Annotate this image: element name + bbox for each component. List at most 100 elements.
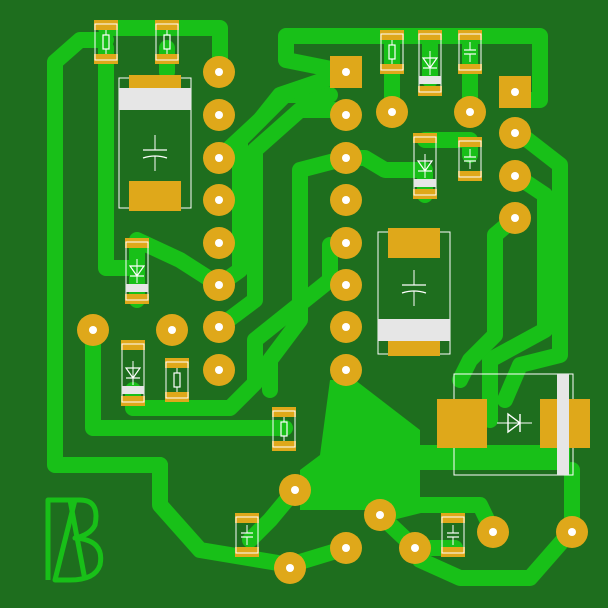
parts — [94, 20, 590, 557]
part-outline — [380, 33, 404, 71]
diode-part — [413, 133, 437, 199]
smd-pad — [413, 133, 437, 143]
diode-part — [125, 238, 149, 304]
drill-hole — [286, 564, 294, 572]
smd-pad — [165, 358, 189, 368]
drill-hole — [342, 111, 350, 119]
cathode-band — [126, 284, 148, 292]
drill-hole — [215, 196, 223, 204]
electrolytic-capacitor-part — [377, 228, 451, 356]
trace-outer-left — [47, 32, 168, 473]
drill-hole — [489, 528, 497, 536]
smd-pad — [125, 238, 149, 248]
drill-hole — [511, 214, 519, 222]
cathode-band — [122, 386, 144, 394]
smd-pad — [441, 513, 465, 523]
part-outline — [165, 361, 189, 399]
cathode-band — [419, 76, 441, 84]
smd-pad — [418, 86, 442, 96]
drill-hole — [511, 172, 519, 180]
resistor-part — [165, 358, 189, 402]
drill-hole — [511, 88, 519, 96]
part-outline — [441, 516, 465, 554]
drill-hole — [89, 326, 97, 334]
drill-hole — [511, 129, 519, 137]
drill-hole — [215, 281, 223, 289]
misc-pads — [77, 76, 588, 584]
capacitor-part — [458, 137, 482, 181]
smd-pad — [155, 54, 179, 64]
part-outline — [125, 241, 149, 301]
smd-pad — [94, 54, 118, 64]
part-outline — [272, 410, 296, 448]
electrolytic-capacitor-part — [118, 75, 192, 211]
resistor-part — [380, 30, 404, 74]
drill-hole — [342, 281, 350, 289]
polarity-band — [378, 319, 450, 341]
smd-pad — [458, 64, 482, 74]
part-outline — [458, 140, 482, 178]
trace-right-mid — [482, 167, 553, 428]
logo: AB — [45, 497, 104, 583]
drill-hole — [411, 544, 419, 552]
part-outline — [155, 23, 179, 61]
smd-pad — [235, 513, 259, 523]
drill-hole — [215, 154, 223, 162]
resistor-part — [94, 20, 118, 64]
smd-pad — [388, 228, 440, 258]
capacitor-part — [441, 513, 465, 557]
smd-pad — [125, 294, 149, 304]
smd-pad — [94, 20, 118, 30]
part-outline — [94, 23, 118, 61]
part-outline — [235, 516, 259, 554]
smd-pad — [437, 399, 487, 448]
drill-hole — [291, 486, 299, 494]
smd-pad — [458, 137, 482, 147]
trace-right-inner — [452, 210, 523, 388]
drill-hole — [342, 196, 350, 204]
drill-hole — [342, 239, 350, 247]
drill-hole — [342, 544, 350, 552]
part-outline — [121, 343, 145, 403]
resistor-part — [272, 407, 296, 451]
power-diode-part — [437, 373, 590, 476]
smd-pad — [458, 171, 482, 181]
part-outline — [413, 136, 437, 196]
drill-hole — [168, 326, 176, 334]
ground-pour — [300, 380, 420, 510]
drill-hole — [388, 108, 396, 116]
drill-hole — [215, 366, 223, 374]
drill-hole — [342, 68, 350, 76]
trace-left-low — [85, 322, 293, 436]
smd-pad — [441, 547, 465, 557]
smd-pad — [235, 547, 259, 557]
cathode-band — [557, 374, 569, 475]
drill-hole — [215, 323, 223, 331]
logo-letter-b — [52, 497, 104, 583]
trace-ic-left-1 — [211, 102, 354, 335]
drill-hole — [342, 154, 350, 162]
trace-bottom-loop — [152, 457, 298, 573]
drill-hole — [568, 528, 576, 536]
smd-pad — [380, 30, 404, 40]
smd-pad — [380, 64, 404, 74]
smd-pad — [121, 396, 145, 406]
smd-pad — [272, 407, 296, 417]
trace-ic-mid — [262, 150, 354, 398]
part-outline — [458, 33, 482, 71]
diode-part — [121, 340, 145, 406]
ground-pour-right — [420, 445, 570, 470]
smd-pad — [272, 441, 296, 451]
smd-pad — [121, 340, 145, 350]
smd-pad — [458, 30, 482, 40]
diode-part — [418, 30, 442, 96]
smd-pad — [413, 189, 437, 199]
drill-hole — [342, 366, 350, 374]
trace-bottom-right — [412, 522, 580, 586]
drill-hole — [215, 239, 223, 247]
trace-right-loop — [497, 122, 568, 408]
trace-left-mid — [125, 237, 354, 416]
drill-hole — [376, 511, 384, 519]
smd-pad — [155, 20, 179, 30]
